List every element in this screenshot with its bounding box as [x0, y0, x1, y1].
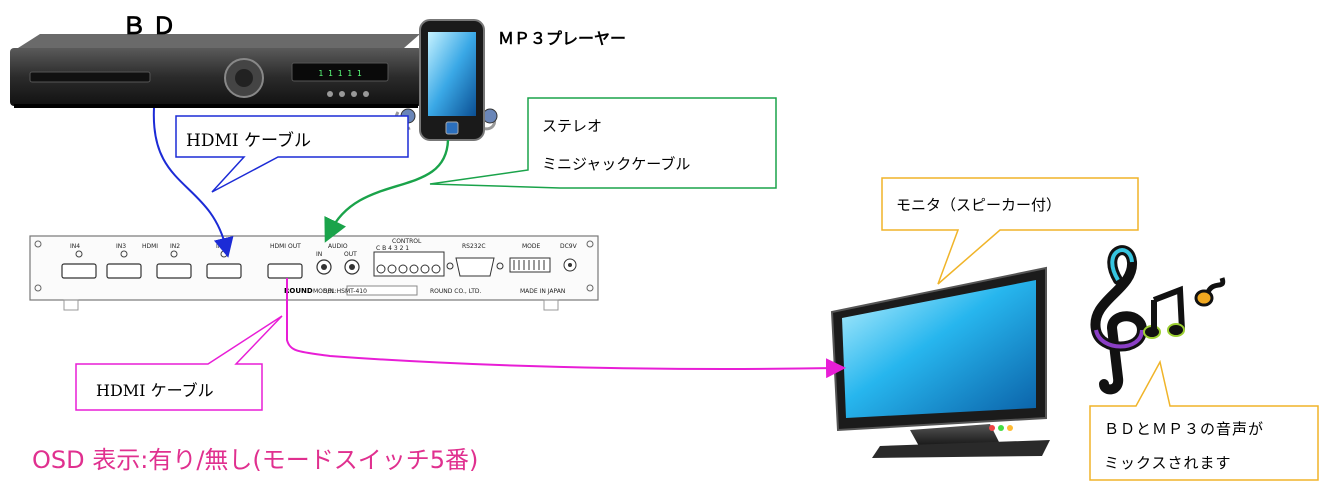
- mp3-player: [394, 19, 498, 141]
- model-label: MODEL:HSMT-410: [313, 288, 367, 295]
- bd-display-digits: 1 1 1 1 1: [318, 69, 362, 78]
- hdmi-in1-port: [206, 263, 242, 279]
- bd-display: [291, 62, 389, 82]
- serial-box: [346, 285, 418, 296]
- label-in2: IN2: [170, 243, 180, 250]
- label-audio-out: OUT: [344, 251, 357, 258]
- label-dc: DC9V: [560, 243, 578, 250]
- label-control-pins: C B 4 3 2 1: [376, 245, 409, 252]
- label-mode: MODE: [522, 243, 541, 250]
- maker-label: ROUND CO., LTD.: [430, 288, 481, 295]
- hdmi-bottom-callout: [75, 315, 283, 411]
- mp3-label: ＭＰ３プレーヤー: [498, 29, 627, 48]
- stereo-callout: [429, 97, 777, 189]
- audio-mix-callout: [1089, 359, 1319, 481]
- monitor-callout: [881, 177, 1139, 285]
- music-notes-decoration: [1090, 245, 1226, 395]
- hdmi-top-callout-text: HDMI ケーブル: [186, 131, 311, 151]
- stereo-cable-mp3-to-switcher: [324, 139, 450, 243]
- osd-note: OSD 表示:有り/無し(モードスイッチ5番): [32, 446, 479, 474]
- label-audio: AUDIO: [328, 243, 348, 250]
- control-terminal: [373, 251, 445, 277]
- bd-player: 1 1 1 1 1: [10, 34, 422, 108]
- label-in4: IN4: [70, 243, 80, 250]
- stereo-callout-line1: ステレオ: [542, 117, 603, 135]
- hdmi-in4-port: [61, 263, 97, 279]
- rs232c-port: [455, 257, 495, 277]
- label-control: CONTROL: [392, 238, 422, 245]
- brand-label: ROUND: [284, 287, 313, 295]
- audio-mix-callout-line1: ＢＤとＭＰ３の音声が: [1104, 420, 1265, 438]
- hdmi-cable-bd-to-switcher: [152, 107, 234, 258]
- hdmi-switcher: IN4 IN3 HDMI IN2 IN1 HDMI OUT AUDIO IN O…: [29, 235, 599, 311]
- mode-dip-switch: [509, 257, 551, 273]
- label-audio-in: IN: [316, 251, 322, 258]
- monitor: [830, 266, 1050, 458]
- audio-mix-callout-line2: ミックスされます: [1104, 454, 1232, 472]
- hdmi-in2-port: [156, 263, 192, 279]
- hdmi-out-port: [267, 263, 303, 279]
- hdmi-cable-switcher-to-monitor: [286, 278, 846, 379]
- label-in3: IN3: [116, 243, 126, 250]
- hdmi-bottom-callout-text: HDMI ケーブル: [96, 381, 214, 400]
- hdmi-in3-port: [106, 263, 142, 279]
- stereo-callout-line2: ミニジャックケーブル: [542, 155, 691, 173]
- label-hdmi-group: HDMI: [142, 243, 158, 250]
- hdmi-top-callout: [175, 115, 409, 193]
- label-hdmi-out: HDMI OUT: [270, 243, 301, 250]
- bd-label: ＢＤ: [122, 11, 182, 40]
- monitor-callout-text: モニタ（スピーカー付）: [896, 196, 1062, 214]
- origin-label: MADE IN JAPAN: [520, 288, 565, 295]
- label-rs232c: RS232C: [462, 243, 486, 250]
- serial-label: S/N: [324, 288, 334, 295]
